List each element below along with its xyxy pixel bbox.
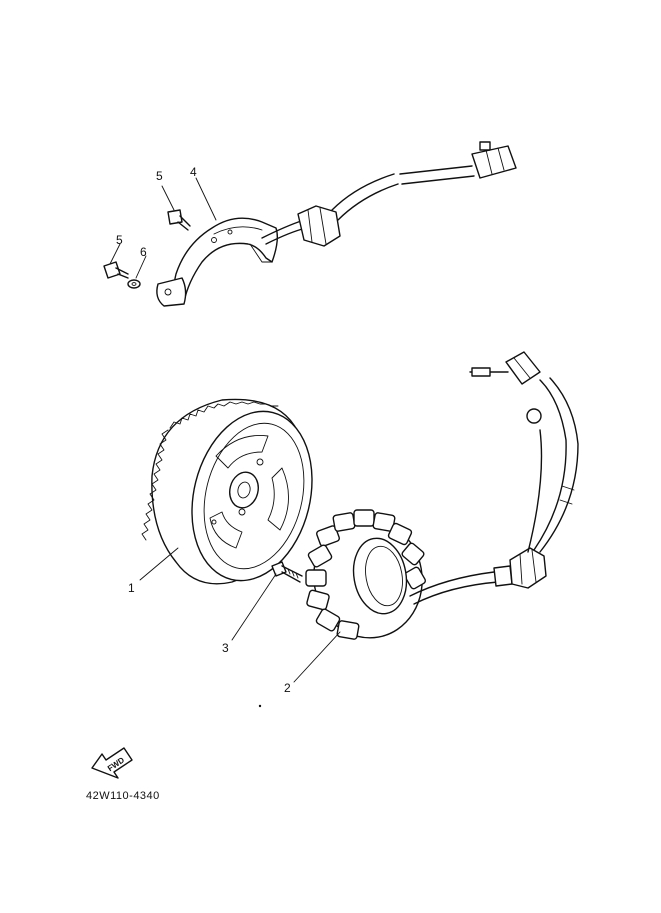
flywheel xyxy=(141,398,313,585)
callout-flywheel: 1 xyxy=(128,581,135,595)
fwd-arrow-icon: FWD xyxy=(91,747,133,779)
callout-stator-bolt: 3 xyxy=(222,641,229,655)
stator xyxy=(305,351,579,640)
callout-stator: 2 xyxy=(284,681,291,695)
stator-bolt xyxy=(271,561,303,583)
callout-screw-lower: 5 xyxy=(116,233,123,247)
screw-upper xyxy=(167,209,191,231)
pickup-coil-assembly xyxy=(156,141,517,307)
stray-dot xyxy=(258,704,262,708)
screw-lower xyxy=(103,261,129,279)
leader-lines xyxy=(109,177,341,683)
callout-washer: 6 xyxy=(140,245,147,259)
washer xyxy=(127,279,141,289)
callout-screw-upper: 5 xyxy=(156,169,163,183)
drawing-code: 42W110-4340 xyxy=(86,790,160,802)
callout-pickup-coil: 4 xyxy=(190,165,197,179)
